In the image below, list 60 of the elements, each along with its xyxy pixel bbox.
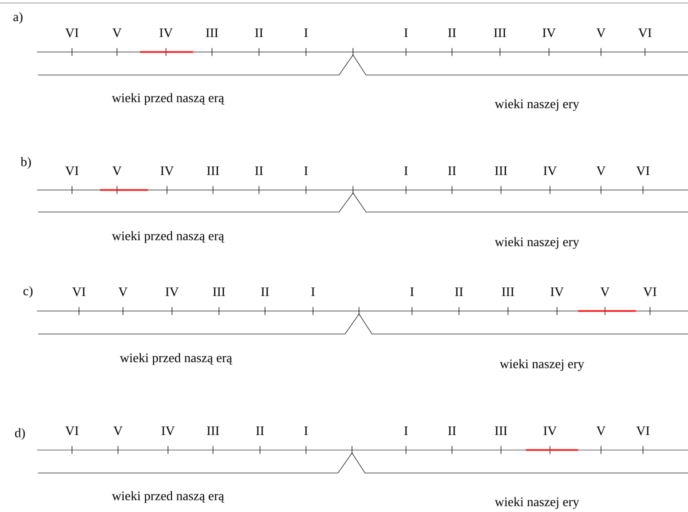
roman-numeral: IV [544,166,557,176]
roman-numeral: III [494,28,506,37]
roman-numeral: I [404,28,408,37]
panel-letter: c) [23,286,32,298]
panel-letter: b) [20,157,31,169]
roman-numeral: I [304,28,308,37]
roman-numeral: III [206,166,220,175]
roman-numeral: I [304,166,308,175]
roman-numeral: III [212,287,226,296]
roman-numeral: V [596,166,606,176]
era-label: wieki przed naszą erą [112,93,224,105]
roman-numeral: II [448,166,456,175]
roman-numeral: VI [72,287,86,296]
panel-letter: d) [15,428,25,440]
roman-numeral: VI [65,166,78,176]
roman-numeral: V [113,426,123,436]
roman-numeral: IV [160,28,173,38]
roman-numeral: IV [162,426,175,436]
roman-numeral: II [448,28,456,37]
roman-numeral: I [404,426,408,435]
roman-numeral: II [255,166,263,175]
roman-numeral: V [596,28,606,38]
roman-numeral: IV [160,166,174,176]
roman-numeral: II [261,287,269,296]
roman-numeral: V [112,166,122,176]
roman-numeral: V [596,426,606,436]
roman-numeral: I [304,426,308,435]
roman-numeral: II [256,426,264,435]
roman-numeral: VI [65,426,78,436]
era-label: wieki przed naszą erą [112,231,224,243]
roman-numeral: VI [638,28,652,38]
roman-numeral: V [118,287,128,296]
roman-numeral: IV [544,426,557,436]
roman-numeral: V [600,287,610,296]
roman-numeral: V [112,28,122,38]
roman-numeral: I [404,166,408,175]
roman-numeral: IV [550,287,564,296]
roman-numeral: VI [65,28,78,38]
roman-numeral: I [410,287,414,296]
roman-numeral: VI [636,426,650,436]
panel-letter: a) [13,12,22,24]
era-label: wieki naszej ery [494,99,580,111]
era-label: wieki przed naszą erą [120,353,232,365]
roman-numeral: IV [166,287,179,296]
roman-numeral: I [311,287,315,296]
roman-numeral: III [494,166,508,175]
roman-numeral: II [448,426,456,435]
roman-numeral: VI [636,166,650,176]
roman-numeral: VI [643,287,656,296]
roman-numeral: III [494,426,508,435]
roman-numeral: III [206,426,220,435]
era-label: wieki naszej ery [494,237,580,249]
roman-numeral: II [255,28,263,37]
roman-numeral: III [206,28,218,37]
roman-numeral: III [502,287,514,296]
roman-numeral: IV [542,28,556,38]
era-label: wieki naszej ery [500,359,584,371]
era-label: wieki naszej ery [494,497,580,509]
roman-numeral: II [455,287,463,296]
era-label: wieki przed naszą erą [112,491,224,503]
